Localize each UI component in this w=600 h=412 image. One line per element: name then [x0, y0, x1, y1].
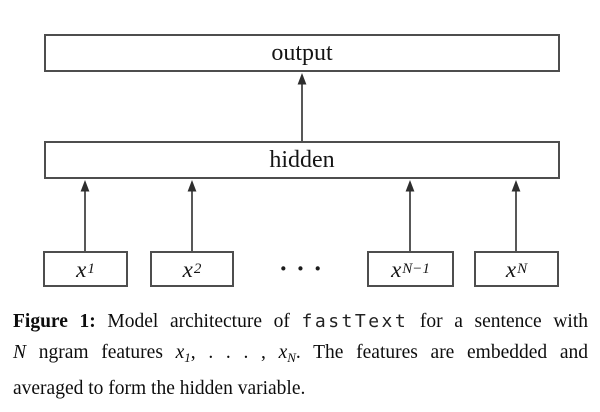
caption-fasttext-word: fastText — [301, 311, 409, 332]
hidden-layer-label: hidden — [269, 147, 335, 173]
output-layer-label: output — [271, 40, 333, 66]
caption-dots: , . . . , — [190, 342, 279, 363]
hidden-layer-box: hidden — [44, 141, 560, 179]
diagram-edges — [80, 73, 521, 251]
caption-line1-text-a: Model architecture of — [95, 311, 302, 332]
arrow-x1-to-hidden — [80, 180, 90, 251]
input-x2-subscript: 2 — [193, 260, 202, 277]
caption-line-2: N ngram features x1, . . . , xN. The fea… — [13, 337, 588, 373]
input-xn-base: x — [505, 256, 517, 282]
figure-caption: Figure 1: Model architecture of fastText… — [13, 306, 588, 404]
caption-var-x1-sub: 1 — [184, 350, 191, 365]
caption-var-xn-sub: N — [287, 350, 296, 365]
caption-line2-text-b: . The features are embedded and — [295, 342, 589, 363]
caption-figure-label: Figure 1: — [13, 311, 96, 332]
caption-line-1: Figure 1: Model architecture of fastText… — [13, 306, 588, 337]
input-x1-subscript: 1 — [87, 260, 95, 277]
input-xn1-subscript: N−1 — [402, 260, 430, 277]
arrow-hidden-to-output — [297, 73, 307, 141]
input-x1-base: x — [76, 256, 87, 282]
caption-line1-text-b: for a sentence with — [408, 311, 588, 332]
caption-line2-text-a: ngram features — [26, 342, 176, 363]
arrow-xn1-to-hidden — [405, 180, 415, 251]
caption-var-xn: x — [278, 342, 288, 363]
input-xn1-base: x — [391, 256, 402, 282]
caption-var-x1: x — [175, 342, 185, 363]
input-xn-subscript: N — [517, 260, 528, 277]
arrow-x2-to-hidden — [187, 180, 197, 251]
ellipsis-dots: · · · — [278, 254, 323, 283]
arrow-xn-to-hidden — [511, 180, 521, 251]
input-x2-base: x — [182, 256, 193, 282]
caption-line-3: averaged to form the hidden variable. — [13, 378, 306, 399]
caption-var-N: N — [13, 342, 27, 363]
output-layer-box: output — [44, 34, 560, 72]
